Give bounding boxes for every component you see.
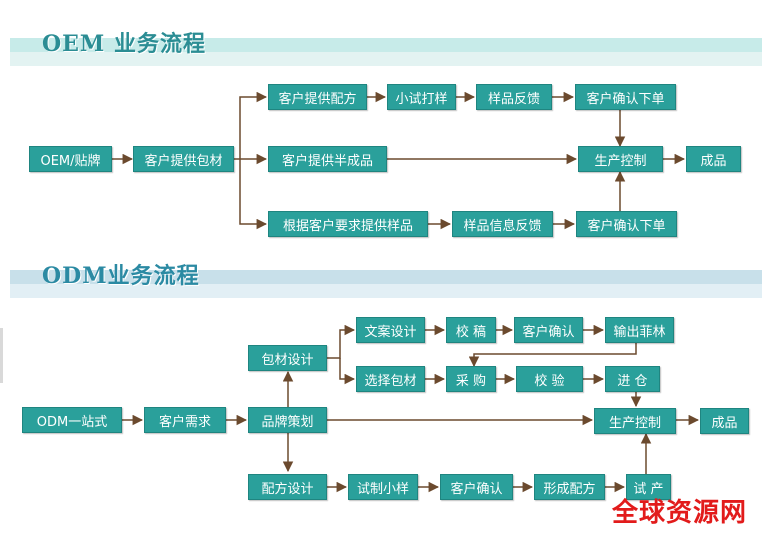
- oem-node-sample-info: 样品信息反馈: [452, 211, 553, 237]
- oem-node-confirm-order-bottom: 客户确认下单: [576, 211, 677, 237]
- oem-node-start: OEM/贴牌: [29, 146, 112, 172]
- site-watermark: 全球资源网: [612, 498, 748, 528]
- odm-node-form-formula: 形成配方: [534, 474, 605, 500]
- oem-node-sample-feedback: 样品反馈: [476, 84, 552, 110]
- oem-header-band: [10, 38, 762, 52]
- odm-node-start: ODM一站式: [22, 407, 122, 433]
- odm-node-inspect: 校 验: [516, 366, 583, 392]
- odm-node-film: 输出菲林: [605, 317, 674, 343]
- odm-node-customer-confirm-2: 客户确认: [440, 474, 513, 500]
- odm-node-trial-production: 试 产: [626, 474, 671, 500]
- odm-node-customer-confirm-1: 客户确认: [514, 317, 583, 343]
- odm-node-warehouse: 进 仓: [605, 366, 660, 392]
- oem-node-trial: 小试打样: [387, 84, 456, 110]
- oem-node-production: 生产控制: [578, 146, 663, 172]
- oem-node-confirm-order-top: 客户确认下单: [575, 84, 676, 110]
- oem-node-product: 成品: [686, 146, 741, 172]
- odm-node-trial-sample: 试制小样: [348, 474, 418, 500]
- left-edge-mark: [0, 328, 3, 383]
- odm-node-production: 生产控制: [594, 408, 676, 434]
- odm-node-copy-design: 文案设计: [356, 317, 425, 343]
- odm-arrow-to-choose: [339, 358, 356, 385]
- odm-node-purchase: 采 购: [446, 366, 496, 392]
- oem-header-band-lower: [10, 52, 762, 66]
- oem-node-semi: 客户提供半成品: [268, 146, 387, 172]
- oem-arrow-to-custom: [239, 159, 268, 230]
- odm-header-band-lower: [10, 284, 762, 298]
- oem-title: OEM 业务流程: [42, 31, 206, 57]
- odm-title: ODM业务流程: [42, 263, 200, 289]
- odm-node-product: 成品: [700, 408, 749, 434]
- oem-node-package: 客户提供包材: [133, 146, 234, 172]
- oem-node-formula: 客户提供配方: [268, 84, 367, 110]
- odm-arrow-to-copy: [327, 324, 356, 359]
- odm-node-package-design: 包材设计: [248, 345, 327, 371]
- odm-node-brand: 品牌策划: [248, 407, 327, 433]
- odm-node-demand: 客户需求: [144, 407, 226, 433]
- odm-header-band: [10, 270, 762, 284]
- odm-arrow-film-purchase: [468, 343, 637, 368]
- oem-arrow-to-formula: [239, 91, 268, 159]
- odm-node-proofread: 校 稿: [446, 317, 496, 343]
- odm-node-formula-design: 配方设计: [248, 474, 327, 500]
- odm-node-choose-package: 选择包材: [356, 366, 425, 392]
- oem-node-custom-sample: 根据客户要求提供样品: [268, 211, 428, 237]
